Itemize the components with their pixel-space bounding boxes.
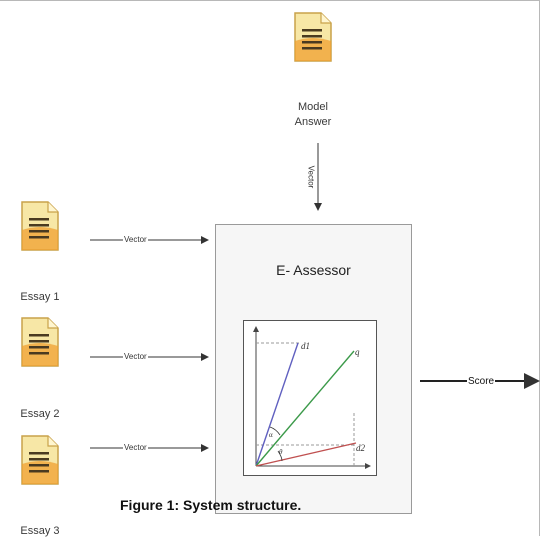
angle-theta-arc — [277, 450, 283, 462]
model-vector-label: Vector — [305, 164, 316, 190]
q-label: q — [355, 347, 360, 357]
vector-q — [255, 350, 355, 467]
model-answer-label-line2: Answer — [294, 116, 332, 128]
essay-2-label: Essay 2 — [20, 408, 60, 420]
theta-label: θ — [279, 448, 283, 456]
model-answer-label-line1: Model — [298, 101, 328, 113]
essay-2-vector-label: Vector — [123, 352, 148, 362]
alpha-label: α — [269, 431, 273, 439]
vector-d2 — [255, 442, 357, 467]
document-icon — [21, 317, 59, 367]
essay-1-label: Essay 1 — [20, 291, 60, 303]
essay-3-document-icon — [20, 434, 60, 486]
angle-alpha-arc — [269, 426, 281, 436]
model-answer-label: Model Answer — [283, 100, 343, 130]
score-label: Score — [467, 376, 496, 387]
d2-label: d2 — [356, 443, 366, 453]
figure-caption: Figure 1: System structure. — [120, 497, 302, 513]
vector-space-plot: d1 q d2 α θ — [243, 320, 377, 476]
essay-3-label: Essay 3 — [20, 525, 60, 537]
essay-2-document-icon — [20, 316, 60, 368]
vector-plot-svg: d1 q d2 α θ — [253, 326, 371, 469]
model-answer-document-icon — [293, 11, 333, 63]
document-icon — [21, 435, 59, 485]
essay-1-document-icon — [20, 200, 60, 252]
vector-d1 — [255, 342, 299, 467]
d1-label: d1 — [301, 341, 310, 351]
e-assessor-title: E- Assessor — [276, 262, 351, 278]
essay-1-vector-label: Vector — [123, 235, 148, 245]
document-icon — [294, 12, 332, 62]
document-icon — [21, 201, 59, 251]
essay-3-vector-label: Vector — [123, 443, 148, 453]
